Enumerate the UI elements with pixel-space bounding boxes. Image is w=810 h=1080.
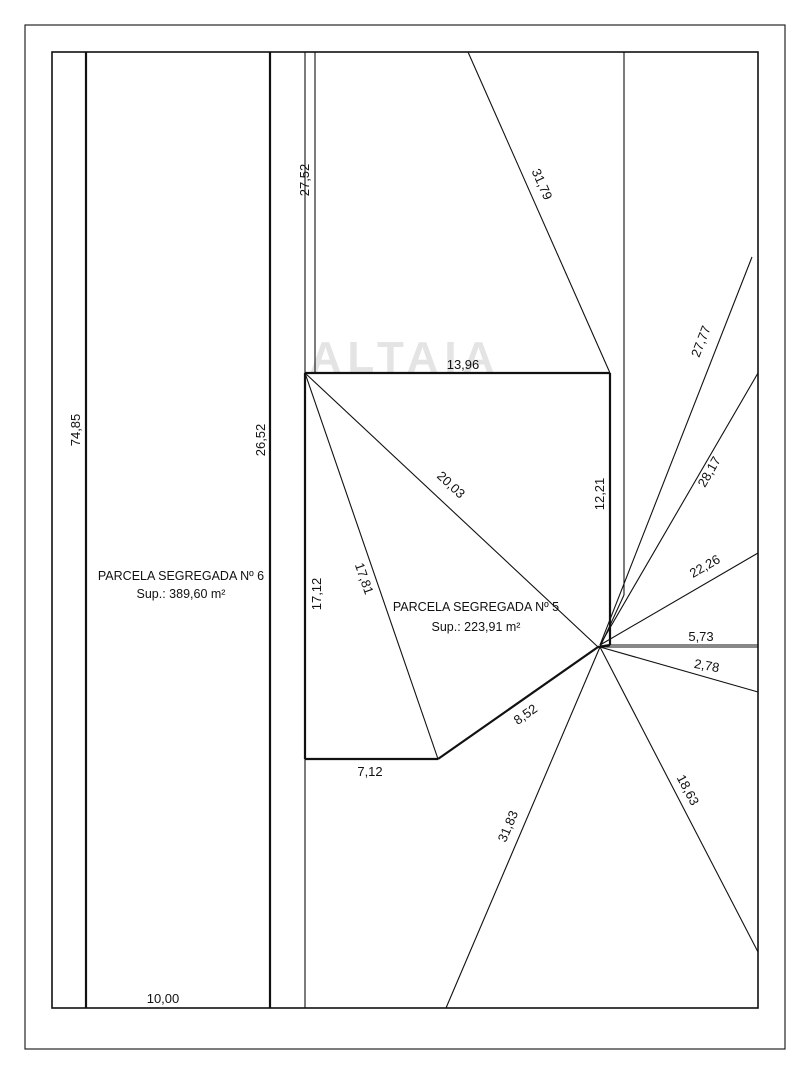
radial-line: [599, 256, 753, 646]
triangulation-line: [467, 51, 611, 374]
dimension-label: 18,63: [674, 772, 703, 808]
parcel-6-area: Sup.: 389,60 m²: [137, 587, 226, 601]
parcel-5-area: Sup.: 223,91 m²: [432, 620, 521, 634]
dimension-label: 28,17: [694, 454, 723, 490]
dimension-label: 31,79: [529, 166, 556, 202]
dimension-label: 27,52: [297, 164, 312, 197]
inner-frame: [51, 51, 759, 1009]
radial-line: [599, 594, 625, 648]
dimension-label: 20,03: [434, 468, 468, 501]
triangulation-line: [304, 372, 599, 648]
parcel-5-edge: [437, 646, 599, 760]
dimension-label: 12,21: [592, 478, 607, 511]
dimension-label: 27,77: [688, 324, 714, 360]
outer-frame: [24, 24, 786, 1050]
dimension-label: 13,96: [447, 357, 480, 372]
triangulation-line: [304, 372, 439, 760]
parcel-6-name: PARCELA SEGREGADA Nº 6: [98, 569, 264, 583]
radial-line: [599, 646, 759, 953]
dimension-label: 2,78: [693, 656, 721, 675]
dimension-label: 10,00: [147, 991, 180, 1006]
parcel-5-name: PARCELA SEGREGADA Nº 5: [393, 600, 559, 614]
radial-line: [599, 372, 759, 646]
dimension-label: 17,81: [352, 561, 377, 597]
dimension-label: 26,52: [253, 424, 268, 457]
dimension-label: 5,73: [688, 629, 713, 644]
radial-line: [445, 646, 601, 1009]
dimension-label: 74,85: [68, 414, 83, 447]
radial-line: [599, 552, 759, 646]
radial-line: [599, 646, 759, 693]
dimension-label: 7,12: [357, 764, 382, 779]
dimension-label: 17,12: [309, 578, 324, 611]
dimension-label: 31,83: [495, 808, 522, 844]
